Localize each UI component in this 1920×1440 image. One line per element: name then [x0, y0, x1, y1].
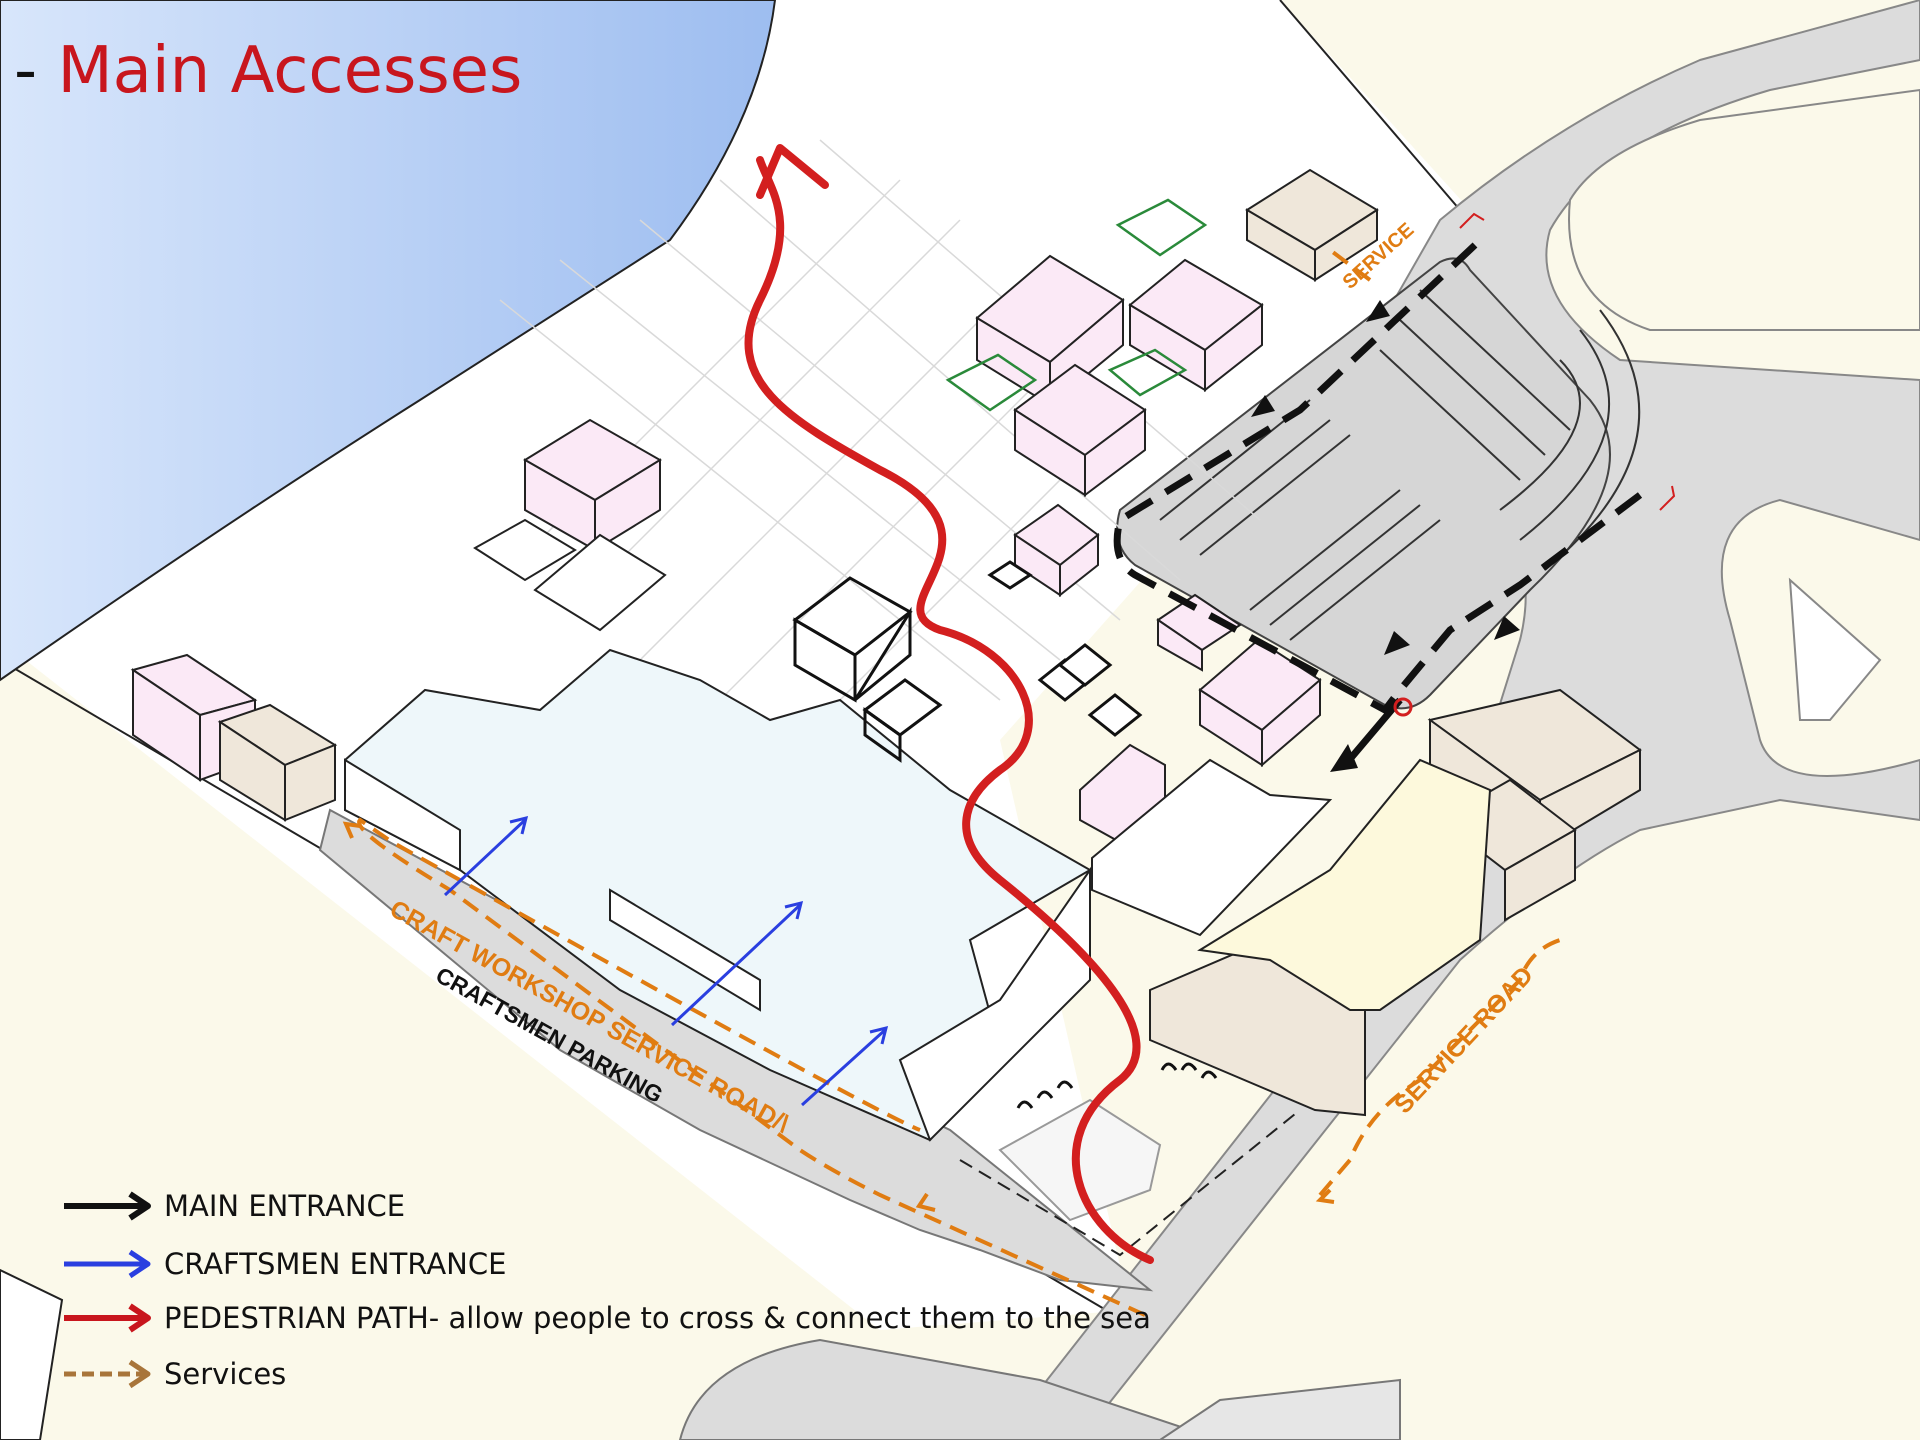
pedestrian-arrowhead [756, 144, 829, 199]
access-markers [1459, 212, 1676, 511]
parked-cars [1016, 1062, 1218, 1109]
legend-item-services: Services [60, 1354, 286, 1394]
pedestrian-path [744, 156, 1154, 1264]
title-prefix: - [14, 34, 38, 108]
dashed-arrow-icon [64, 1359, 151, 1389]
entry-plaza [959, 1098, 1301, 1257]
legend-item-craftsmen-entrance: CRAFTSMEN ENTRANCE [60, 1244, 506, 1284]
red-arrow-icon [64, 1303, 151, 1333]
main-entrance-route [1113, 242, 1643, 772]
craftsmen-entrance-arrows [443, 815, 889, 1107]
services-arrowheads [342, 821, 1335, 1212]
corner-structure [0, 1268, 64, 1440]
page-title: - Main Accesses [14, 34, 522, 108]
legend-item-main-entrance: MAIN ENTRANCE [60, 1186, 405, 1226]
title-text: Main Accesses [57, 34, 523, 108]
services-route [357, 248, 1561, 1317]
legend-label: MAIN ENTRANCE [164, 1189, 406, 1223]
legend-item-pedestrian-path: PEDESTRIAN PATH- allow people to cross &… [60, 1298, 1151, 1338]
sea [0, 0, 777, 682]
black-arrow-icon [64, 1191, 151, 1221]
legend-label: PEDESTRIAN PATH- allow people to cross &… [164, 1301, 1151, 1335]
legend-label: CRAFTSMEN ENTRANCE [164, 1247, 507, 1281]
blue-arrow-icon [64, 1249, 151, 1279]
buildings [130, 168, 1642, 1142]
legend-label: Services [164, 1357, 287, 1391]
